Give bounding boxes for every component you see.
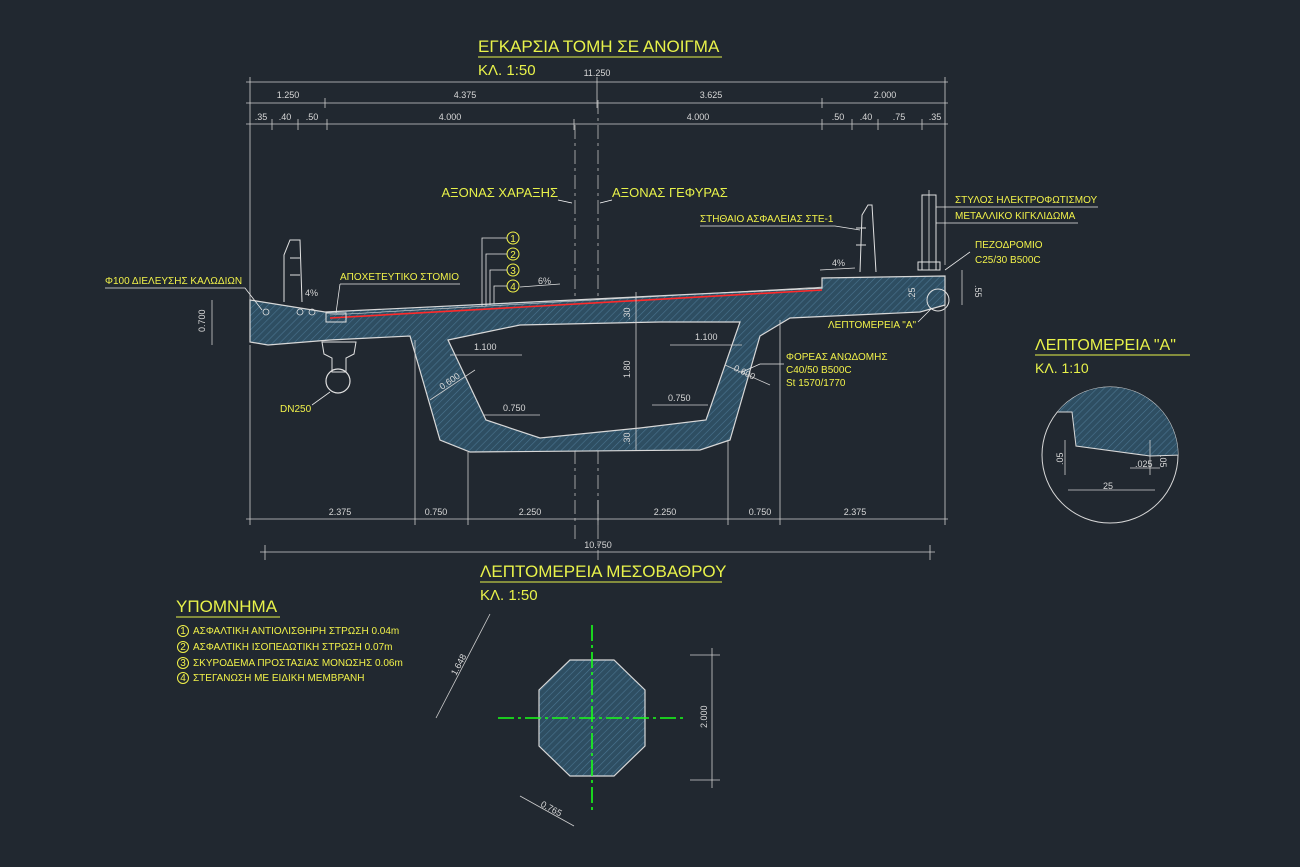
legend-item-num: 2 [180, 642, 186, 653]
detail-a-concrete [1042, 387, 1178, 457]
dim-row3-b: .40 [279, 112, 292, 122]
dim-right-upper: 1.100 [695, 332, 718, 342]
axis-label-left: ΑΞΟΝΑΣ ΧΑΡΑΞΗΣ [441, 185, 558, 200]
label-sidewalk: ΠΕΖΟΔΡΟΜΙΟ [975, 240, 1043, 251]
pier-dim-side: 0.765 [539, 799, 564, 818]
slope-mid: 6% [538, 276, 551, 286]
dim-row3-h: .75 [893, 112, 906, 122]
legend-item-text: ΣΤΕΓΑΝΩΣΗ ΜΕ ΕΙΔΙΚΗ ΜΕΜΒΡΑΝΗ [193, 673, 365, 684]
detail-a-dim-width: 25 [1103, 481, 1113, 491]
dim-row2-d: 2.000 [874, 90, 897, 100]
pier-title: ΛΕΠΤΟΜΕΡΕΙΑ ΜΕΣΟΒΑΘΡΟΥ [480, 562, 726, 581]
label-detail-ref: ΛΕΠΤΟΜΕΡΕΙΑ "Α" [828, 320, 917, 331]
left-parapet [262, 239, 316, 316]
bottom-dimensions: 2.375 0.750 2.250 2.250 0.750 2.375 10.7… [246, 300, 948, 560]
detail-a-dim-right: .05 [1158, 455, 1168, 468]
dim-row3-f: .50 [832, 112, 845, 122]
dim-left-upper: 1.100 [474, 342, 497, 352]
legend-item: 2 ΑΣΦΑΛΤΙΚΗ ΙΣΟΠΕΔΩΤΙΚΗ ΣΤΡΩΣΗ 0.07m [177, 641, 392, 653]
axis-arrows [557, 199, 613, 204]
dim-detail-small: .25 [907, 287, 917, 300]
section-title-group: ΕΓΚΑΡΣΙΑ ΤΟΜΗ ΣΕ ΑΝΟΙΓΜΑ ΚΛ. 1:50 [478, 37, 722, 79]
label-drain: ΑΠΟΧΕΤΕΥΤΙΚΟ ΣΤΟΜΙΟ [340, 272, 459, 283]
dim-ticks-top [249, 77, 946, 300]
pier-detail: ΛΕΠΤΟΜΕΡΕΙΑ ΜΕΣΟΒΑΘΡΟΥ ΚΛ. 1:50 1.648 2.… [435, 562, 726, 827]
slope-left: 4% [305, 288, 318, 298]
axis-label-right: ΑΞΟΝΑΣ ΓΕΦΥΡΑΣ [612, 185, 728, 200]
legend: ΥΠΟΜΝΗΜΑ 1 ΑΣΦΑΛΤΙΚΗ ΑΝΤΙΟΛΙΣΘΗΡΗ ΣΤΡΩΣΗ… [176, 597, 403, 684]
dim-bottom-slab: .30 [622, 432, 632, 445]
legend-item: 4 ΣΤΕΓΑΝΩΣΗ ΜΕ ΕΙΔΙΚΗ ΜΕΜΒΡΑΝΗ [177, 672, 365, 684]
dim-row3-c: .50 [306, 112, 319, 122]
label-pipe: DN250 [280, 404, 312, 415]
legend-title: ΥΠΟΜΝΗΜΑ [176, 597, 278, 616]
pier-scale: ΚΛ. 1:50 [480, 587, 538, 604]
section-labels: Φ100 ΔΙΕΛΕΥΣΗΣ ΚΑΛΩΔΙΩΝ ΑΠΟΧΕΤΕΥΤΙΚΟ ΣΤΟ… [105, 195, 1098, 415]
detail-a: ΛΕΠΤΟΜΕΡΕΙΑ "Α" ΚΛ. 1:10 .05 25 .025 .05 [1035, 337, 1190, 524]
dim-bottom-c: 2.250 [519, 507, 542, 517]
dim-bottom-total: 10.750 [584, 540, 612, 550]
box-girder-void [447, 321, 741, 439]
detail-a-marker-circle [926, 288, 950, 312]
detail-a-dim-left: .05 [1055, 452, 1065, 465]
pipe-circle [325, 368, 351, 394]
label-railing: ΜΕΤΑΛΛΙΚΟ ΚΙΓΚΛΙΔΩΜΑ [955, 211, 1076, 222]
layer-marker-3: 3 [510, 266, 516, 277]
detail-a-scale: ΚΛ. 1:10 [1035, 360, 1089, 376]
drain-assembly [321, 312, 357, 394]
layer-marker-4: 4 [510, 282, 516, 293]
layer-marker-2: 2 [510, 250, 516, 261]
pier-dim-diag: 1.648 [449, 652, 468, 677]
legend-item-num: 3 [180, 658, 186, 669]
top-dimensions: 11.250 1.250 4.375 3.625 2.000 .35 .40 .… [246, 68, 948, 300]
label-deck-spec2: St 1570/1770 [786, 378, 846, 389]
layer-marker-1: 1 [510, 234, 516, 245]
dim-top-slab: .30 [622, 307, 632, 320]
dim-row3-e: 4.000 [687, 112, 710, 122]
slope-right: 4% [832, 258, 845, 268]
dim-bottom-b: 0.750 [425, 507, 448, 517]
legend-item-num: 4 [180, 673, 186, 684]
legend-item: 1 ΑΣΦΑΛΤΙΚΗ ΑΝΤΙΟΛΙΣΘΗΡΗ ΣΤΡΩΣΗ 0.04m [177, 625, 399, 637]
dim-kerb-height: .55 [973, 285, 983, 298]
dim-height: 1.80 [622, 360, 632, 378]
legend-item-text: ΣΚΥΡΟΔΕΜΑ ΠΡΟΣΤΑΣΙΑΣ ΜΟΝΩΣΗΣ 0.06m [193, 658, 403, 669]
label-sidewalk-spec: C25/30 B500C [975, 255, 1041, 266]
dim-bottom-web-right: 0.750 [668, 393, 691, 403]
legend-item-text: ΑΣΦΑΛΤΙΚΗ ΑΝΤΙΟΛΙΣΘΗΡΗ ΣΤΡΩΣΗ 0.04m [193, 626, 399, 637]
dim-row2-a: 1.250 [277, 90, 300, 100]
layer-markers: 1 2 3 4 [481, 231, 520, 306]
legend-item-num: 1 [180, 626, 186, 637]
detail-a-dim-small: .025 [1135, 459, 1153, 469]
dim-total: 11.250 [584, 68, 611, 78]
legend-item: 3 ΣΚΥΡΟΔΕΜΑ ΠΡΟΣΤΑΣΙΑΣ ΜΟΝΩΣΗΣ 0.06m [177, 657, 403, 669]
label-lighting-pole: ΣΤΥΛΟΣ ΗΛΕΚΤΡΟΦΩΤΙΣΜΟΥ [955, 195, 1098, 206]
label-deck: ΦΟΡΕΑΣ ΑΝΩΔΟΜΗΣ [786, 352, 888, 363]
dim-row3-d: 4.000 [439, 112, 462, 122]
detail-a-title: ΛΕΠΤΟΜΕΡΕΙΑ "Α" [1035, 337, 1176, 354]
dim-bottom-e: 0.750 [749, 507, 772, 517]
dim-row3-g: .40 [860, 112, 873, 122]
section-scale: ΚΛ. 1:50 [478, 62, 536, 79]
section-title: ΕΓΚΑΡΣΙΑ ΤΟΜΗ ΣΕ ΑΝΟΙΓΜΑ [478, 37, 720, 56]
dim-bottom-web: 0.750 [503, 403, 526, 413]
dim-bottom-a: 2.375 [329, 507, 352, 517]
dim-row2-c: 3.625 [700, 90, 723, 100]
pier-dim-height: 2.000 [699, 705, 709, 728]
dim-bottom-d: 2.250 [654, 507, 677, 517]
right-parapet [856, 204, 877, 273]
dim-depth: 0.700 [197, 309, 207, 332]
label-cable-duct: Φ100 ΔΙΕΛΕΥΣΗΣ ΚΑΛΩΔΙΩΝ [105, 276, 242, 287]
legend-item-text: ΑΣΦΑΛΤΙΚΗ ΙΣΟΠΕΔΩΤΙΚΗ ΣΤΡΩΣΗ 0.07m [193, 642, 392, 653]
asphalt-top-line [329, 286, 823, 316]
dim-bottom-f: 2.375 [844, 507, 867, 517]
label-barrier: ΣΤΗΘΑΙΟ ΑΣΦΑΛΕΙΑΣ ΣΤΕ-1 [700, 214, 834, 225]
label-deck-spec1: C40/50 B500C [786, 365, 852, 376]
dim-row3-i: .35 [929, 112, 942, 122]
dim-row2-b: 4.375 [454, 90, 477, 100]
lighting-pole-railing [917, 190, 941, 271]
asphalt-layer-line [329, 289, 823, 319]
dim-row3-a: .35 [255, 112, 268, 122]
